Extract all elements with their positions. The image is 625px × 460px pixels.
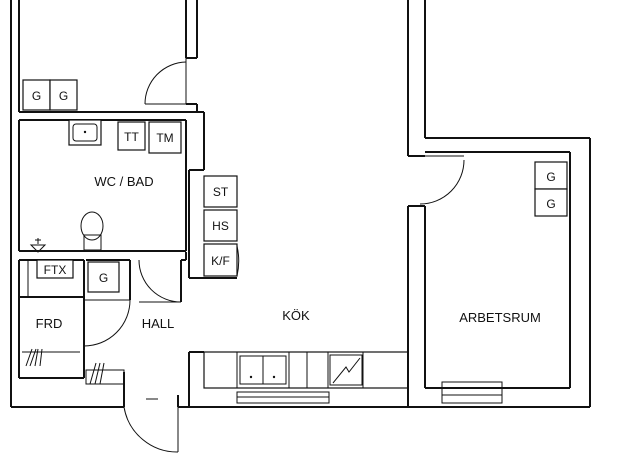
appliance-box — [49, 79, 78, 111]
appliance-label-g: G — [32, 89, 41, 103]
stove-icon — [329, 354, 363, 386]
room-label-kok: KÖK — [282, 308, 310, 323]
kitchen-sink-icon — [239, 355, 287, 385]
appliance-box — [203, 243, 238, 277]
door-wc — [138, 259, 182, 303]
appliance-box — [117, 121, 146, 151]
appliance-label-ftx: FTX — [44, 263, 67, 277]
appliance-box — [203, 209, 238, 242]
appliance-box — [22, 79, 51, 111]
wardrobe-icon — [85, 362, 125, 385]
appliance-label-g: G — [59, 89, 68, 103]
floor-drain-icon — [29, 238, 47, 253]
door-frd — [83, 299, 131, 347]
kitchen-counter — [203, 351, 409, 389]
appliance-label-g: G — [99, 271, 108, 285]
arbetsrum-walls — [407, 151, 571, 407]
appliance-box — [87, 261, 120, 293]
room-label-frd: FRD — [36, 316, 63, 331]
wc-bad-walls — [18, 111, 205, 252]
appliance-box — [148, 121, 182, 154]
fridge-door-swing — [236, 245, 240, 277]
appliance-box — [36, 259, 74, 279]
appliance-label-g: G — [546, 170, 555, 184]
room-label-hall: HALL — [142, 316, 175, 331]
appliance-label-tt: TT — [124, 130, 139, 144]
entrance-door — [123, 398, 179, 453]
room-label-arbetsrum: ARBETSRUM — [459, 310, 541, 325]
appliance-label-g: G — [546, 197, 555, 211]
appliance-label-tm: TM — [156, 131, 173, 145]
sink-icon — [68, 119, 102, 146]
appliance-label-hs: HS — [212, 219, 229, 233]
appliance-box — [534, 161, 568, 190]
appliance-label-st: ST — [213, 185, 229, 199]
window-arbetsrum — [441, 381, 503, 404]
hall-walls — [86, 169, 237, 407]
door-arbetsrum — [419, 155, 465, 205]
appliance-box — [203, 175, 238, 208]
top-left-room-walls — [18, 0, 198, 113]
toilet-icon — [80, 211, 104, 251]
appliance-label-kf: K/F — [211, 254, 230, 268]
window-kitchen — [236, 391, 330, 404]
clothes-rail-icon — [22, 348, 80, 367]
room-label-wc-bad: WC / BAD — [94, 174, 153, 189]
door-top-left-room — [144, 58, 187, 105]
appliance-box — [534, 188, 568, 217]
outer-walls — [10, 0, 591, 408]
